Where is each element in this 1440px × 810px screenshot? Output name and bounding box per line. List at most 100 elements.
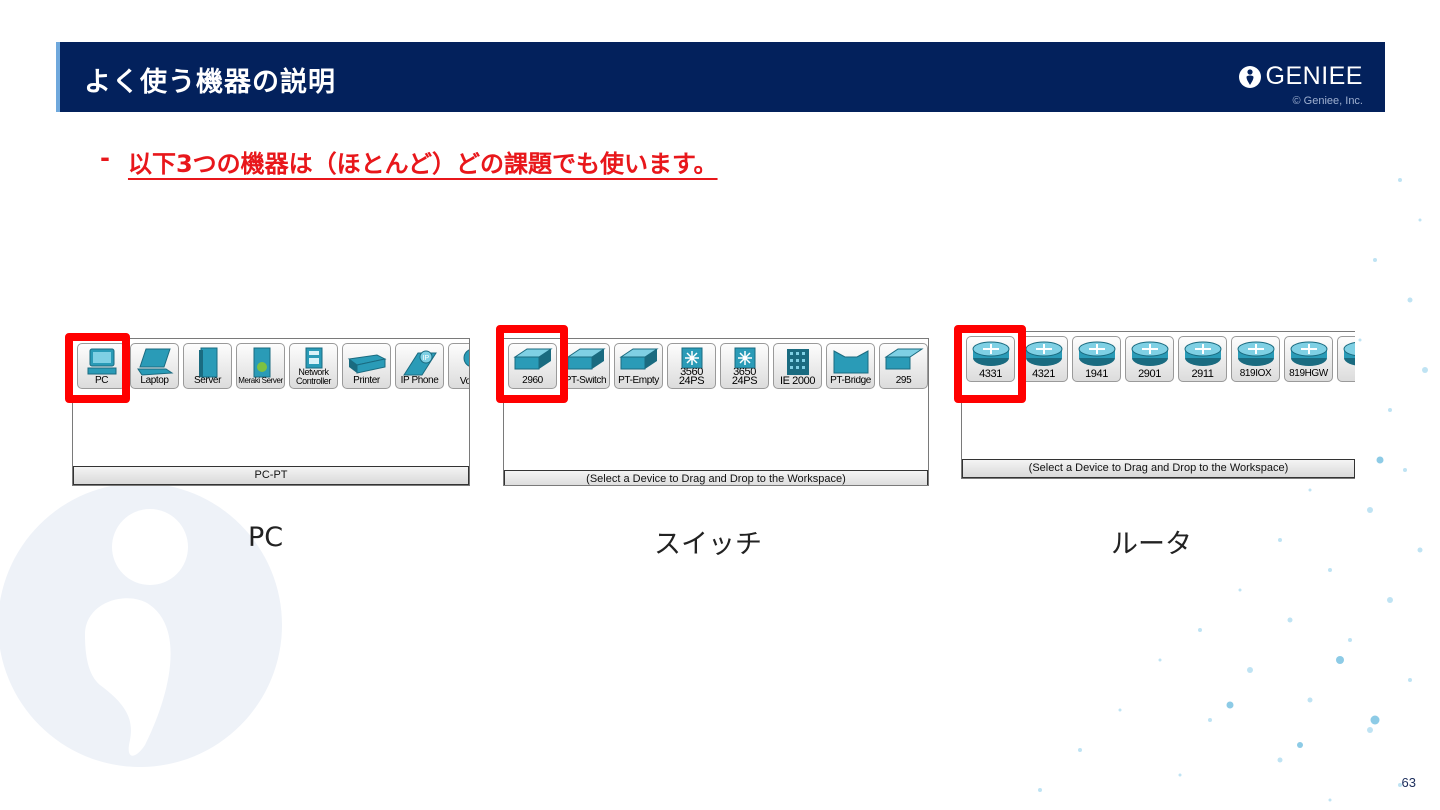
device-label: Network Controller xyxy=(295,368,331,386)
device-label: 3560 24PS xyxy=(678,368,705,386)
device-voip-device[interactable]: Vo De xyxy=(448,343,470,389)
device-label: PT-Empty xyxy=(618,376,659,386)
device-meraki-server[interactable]: Meraki Server xyxy=(236,343,285,389)
switch-device-panel: 2960 PT-Switch PT-Empty 3560 24PS 3650 2… xyxy=(503,338,929,486)
meraki-server-icon xyxy=(253,347,270,378)
device-label: Meraki Server xyxy=(238,376,283,385)
device-label: Vo De xyxy=(459,377,470,386)
device-4331[interactable]: 4331 xyxy=(966,336,1015,382)
device-label: PT-Switch xyxy=(564,376,607,386)
printer-icon xyxy=(347,354,386,374)
device-pt-bridge[interactable]: PT-Bridge xyxy=(826,343,875,389)
subtitle: - 以下3つの機器は（ほとんど）どの課題でも使います。 xyxy=(100,144,718,179)
copyright: © Geniee, Inc. xyxy=(1292,95,1363,107)
svg-text:IP: IP xyxy=(422,355,429,362)
background-dot-pattern xyxy=(1038,178,1428,802)
brand: GENIEE xyxy=(1238,62,1363,91)
device-ie-2000[interactable]: IE 2000 xyxy=(773,343,822,389)
device-label: IE 2000 xyxy=(779,376,816,386)
router-icon xyxy=(1131,341,1168,366)
device-2901[interactable]: 2901 xyxy=(1125,336,1174,382)
router-icon xyxy=(1078,341,1115,366)
pc-icon xyxy=(87,348,116,375)
page-number: 63 xyxy=(1401,775,1416,790)
router-icon xyxy=(1025,341,1062,366)
device-label: 4321 xyxy=(1032,369,1055,379)
device-label: 4331 xyxy=(979,369,1002,379)
industrial-switch-icon xyxy=(786,349,809,375)
brand-name: GENIEE xyxy=(1265,62,1363,90)
device-label: 1941 xyxy=(1085,369,1108,379)
device-laptop[interactable]: Laptop xyxy=(130,343,179,389)
device-2911[interactable]: 2911 xyxy=(1178,336,1227,382)
device-label: 8 xyxy=(1338,369,1355,379)
device-3650-24ps[interactable]: 3650 24PS xyxy=(720,343,769,389)
device-label: 819HGW xyxy=(1289,369,1328,379)
switch-status-bar: (Select a Device to Drag and Drop to the… xyxy=(504,470,928,485)
router-caption: ルータ xyxy=(1111,529,1192,560)
ip-phone-icon: IP xyxy=(402,350,437,376)
device-label: Server xyxy=(193,376,222,386)
device-label: 3650 24PS xyxy=(731,368,758,386)
multilayer-switch-icon xyxy=(734,347,755,369)
device-2960[interactable]: 2960 xyxy=(508,343,557,389)
device-819iox[interactable]: 819IOX xyxy=(1231,336,1280,382)
switch-device-strip: 2960 PT-Switch PT-Empty 3560 24PS 3650 2… xyxy=(504,339,928,389)
device-pt-switch[interactable]: PT-Switch xyxy=(561,343,610,389)
server-icon xyxy=(198,347,217,378)
multilayer-switch-icon xyxy=(681,347,702,369)
switch-icon xyxy=(512,348,553,370)
device-label: 819IOX xyxy=(1239,369,1272,379)
router-icon xyxy=(1290,341,1327,366)
background-logo-watermark xyxy=(0,485,282,767)
device-label: Laptop xyxy=(140,376,169,386)
device-label: PC xyxy=(94,376,109,386)
device-ip-phone[interactable]: IP IP Phone xyxy=(395,343,444,389)
router-status-bar: (Select a Device to Drag and Drop to the… xyxy=(962,459,1355,478)
switch-icon xyxy=(618,348,659,370)
device-2950[interactable]: 295 xyxy=(879,343,928,389)
router-highlight-box xyxy=(954,325,1026,403)
switch-highlight-box xyxy=(496,325,568,403)
device-label: 2901 xyxy=(1138,369,1161,379)
slide-title: よく使う機器の説明 xyxy=(84,67,336,98)
router-icon xyxy=(1237,341,1274,366)
header-bar: よく使う機器の説明 GENIEE © Geniee, Inc. xyxy=(56,42,1385,112)
geniee-logo-icon xyxy=(1238,65,1261,88)
device-server[interactable]: Server xyxy=(183,343,232,389)
pc-highlight-box xyxy=(65,333,130,403)
device-4321[interactable]: 4321 xyxy=(1019,336,1068,382)
switch-caption: スイッチ xyxy=(654,529,762,560)
bridge-icon xyxy=(833,350,868,374)
subtitle-text: 以下3つの機器は（ほとんど）どの課題でも使います。 xyxy=(127,150,718,178)
device-3560-24ps[interactable]: 3560 24PS xyxy=(667,343,716,389)
switch-icon xyxy=(565,348,606,370)
switch-icon xyxy=(883,348,924,370)
device-829[interactable]: 8 xyxy=(1337,336,1355,382)
device-printer[interactable]: Printer xyxy=(342,343,391,389)
device-1941[interactable]: 1941 xyxy=(1072,336,1121,382)
device-network-controller[interactable]: Network Controller xyxy=(289,343,338,389)
device-label: IP Phone xyxy=(400,376,439,386)
router-icon xyxy=(1343,341,1355,366)
device-label: 2960 xyxy=(522,376,543,386)
router-icon xyxy=(1184,341,1221,366)
pc-device-strip: PC Laptop Server Meraki Server Network C… xyxy=(73,339,470,389)
device-label: Printer xyxy=(353,376,380,386)
router-device-strip: 4331 4321 1941 2901 2911 819IOX xyxy=(962,332,1355,382)
laptop-icon xyxy=(136,348,174,376)
device-label: 2911 xyxy=(1191,369,1214,379)
device-819hgw[interactable]: 819HGW xyxy=(1284,336,1333,382)
router-icon xyxy=(972,341,1009,366)
device-label: PT-Bridge xyxy=(830,376,871,386)
pc-device-panel: PC Laptop Server Meraki Server Network C… xyxy=(72,338,470,486)
network-controller-icon xyxy=(305,347,322,369)
router-device-panel: 4331 4321 1941 2901 2911 819IOX xyxy=(961,331,1355,479)
device-pt-empty[interactable]: PT-Empty xyxy=(614,343,663,389)
bullet: - xyxy=(100,144,110,172)
pc-status-bar: PC-PT xyxy=(73,466,469,485)
voip-device-icon xyxy=(463,349,469,367)
device-pc[interactable]: PC xyxy=(77,343,126,389)
device-label: 295 xyxy=(895,376,912,386)
